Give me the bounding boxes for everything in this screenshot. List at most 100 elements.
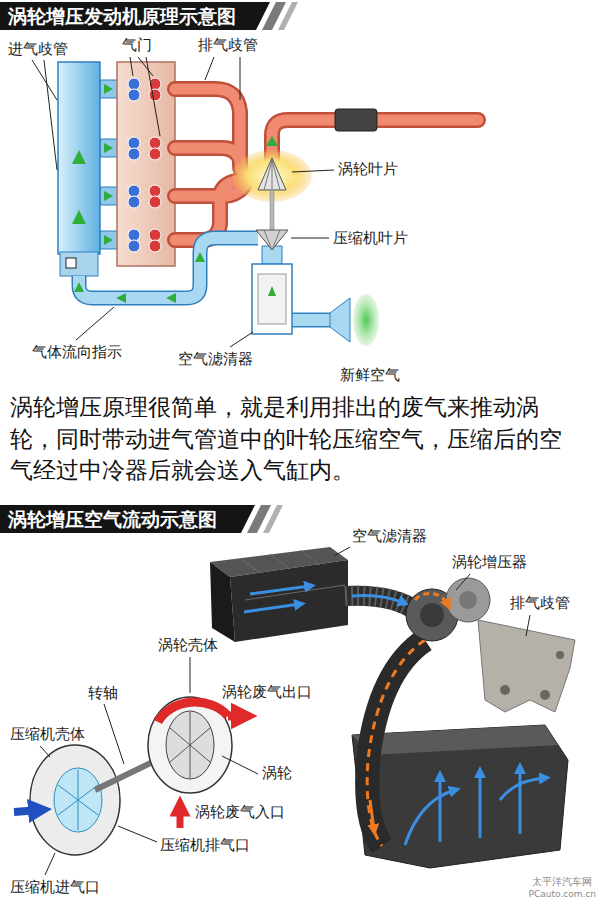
intake-manifold (58, 62, 118, 276)
intake-manifold (72, 210, 86, 224)
intake-manifold (104, 143, 113, 153)
intake-manifold-part (352, 725, 568, 868)
leader-line (40, 746, 50, 757)
intake-pipe (116, 293, 126, 303)
air-filter-box (210, 547, 348, 642)
part-label: 涡轮壳体 (158, 636, 218, 654)
turbine (272, 160, 280, 190)
turbo-cutaway (170, 712, 210, 778)
cylinder-head (149, 240, 161, 252)
exhaust-manifold (175, 148, 240, 160)
intake-manifold (100, 139, 118, 157)
turbo-cutaway (158, 702, 228, 722)
leader-line (40, 547, 530, 875)
part-label: 空气滤清器 (352, 527, 427, 545)
cylinder-head (149, 185, 161, 197)
air-filter-box (210, 562, 235, 642)
intake-pipe (74, 238, 350, 342)
cylinder-head (149, 196, 161, 208)
part-label: 涡轮废气出口 (222, 683, 312, 701)
compressor (256, 230, 288, 250)
turbocharger (415, 593, 448, 605)
cylinder-head (149, 89, 161, 101)
turbo-cutaway (166, 711, 214, 779)
compressor (272, 230, 280, 250)
turbo-cutaway (170, 728, 210, 762)
charge-pipe (367, 640, 425, 846)
intake-pipe (166, 293, 176, 303)
air-filter-box (244, 604, 300, 612)
intake-manifold-part (352, 725, 568, 868)
leader-line (526, 615, 530, 636)
intake-manifold-part (519, 768, 522, 834)
charge-pipe (367, 640, 425, 846)
leader-line (32, 57, 334, 347)
band-stripes (247, 2, 298, 533)
turbo-cutaway (14, 810, 40, 812)
leader-line (292, 170, 334, 172)
turbocharger (406, 578, 490, 641)
turbocharger (459, 591, 477, 609)
leader-line (76, 307, 114, 340)
exhaust-manifold (175, 148, 240, 160)
title-band: 涡轮增压空气流动示意图 (0, 505, 255, 533)
charge-pipe (370, 800, 374, 830)
cylinder-head (128, 185, 140, 197)
intake-manifold (104, 84, 113, 94)
cylinder-head (128, 137, 140, 149)
cylinder-head (128, 196, 140, 208)
part-label: 压缩机叶片 (333, 229, 408, 247)
part-label: 气门 (122, 36, 152, 54)
intake-manifold (60, 252, 98, 276)
cylinder-head (128, 229, 140, 241)
air-filter (252, 264, 292, 334)
band-title: 涡轮增压空气流动示意图 (8, 508, 217, 530)
intake-pipe (292, 314, 332, 326)
turbocharger (420, 603, 444, 627)
exhaust-manifold-part (556, 651, 564, 659)
part-label: 排气歧管 (198, 36, 258, 54)
intake-manifold (100, 187, 118, 205)
intake-manifold (104, 235, 113, 245)
air-filter-box (270, 554, 290, 569)
leader-line (291, 238, 329, 239)
leader-line (456, 574, 470, 590)
part-label: 压缩机进气口 (10, 878, 100, 896)
turbine (272, 160, 273, 190)
part-label: 排气歧管 (510, 594, 570, 612)
intake-manifold (72, 150, 86, 164)
intake-manifold-part (405, 768, 545, 845)
leader-line (190, 657, 191, 693)
title-band: 涡轮增压发动机原理示意图 (0, 2, 270, 30)
band-stripes (263, 505, 283, 533)
intake-manifold (58, 62, 100, 254)
intake-pipe (292, 313, 332, 328)
turbo-cutaway (58, 785, 98, 815)
leader-line (222, 756, 258, 774)
turbine (270, 190, 274, 230)
air-filter-box (300, 550, 320, 565)
cylinder-head (149, 137, 161, 149)
cylinder-head (128, 240, 140, 252)
exhaust-manifold (175, 89, 478, 240)
leader-line (146, 57, 160, 136)
air-filter-box (245, 585, 345, 600)
cylinder-head (117, 62, 175, 266)
air-filter (353, 294, 379, 346)
part-label: 涡轮 (262, 764, 292, 782)
part-label: 空气滤清器 (178, 350, 253, 368)
cylinder-head (128, 148, 140, 160)
band-title: 涡轮增压发动机原理示意图 (8, 5, 236, 27)
charge-pipe (367, 640, 425, 846)
exhaust-manifold-part (540, 690, 550, 700)
description-text: 涡轮增压原理很简单，就是利用排出的废气来推动涡轮，同时带动进气管道中的叶轮压缩空… (10, 392, 575, 487)
part-label: 涡轮叶片 (338, 160, 398, 178)
muffler (335, 109, 377, 131)
compressor (256, 230, 288, 250)
leader-line (104, 704, 124, 764)
muffler (266, 136, 278, 146)
turbine (258, 158, 286, 190)
intake-pipe (79, 238, 258, 298)
